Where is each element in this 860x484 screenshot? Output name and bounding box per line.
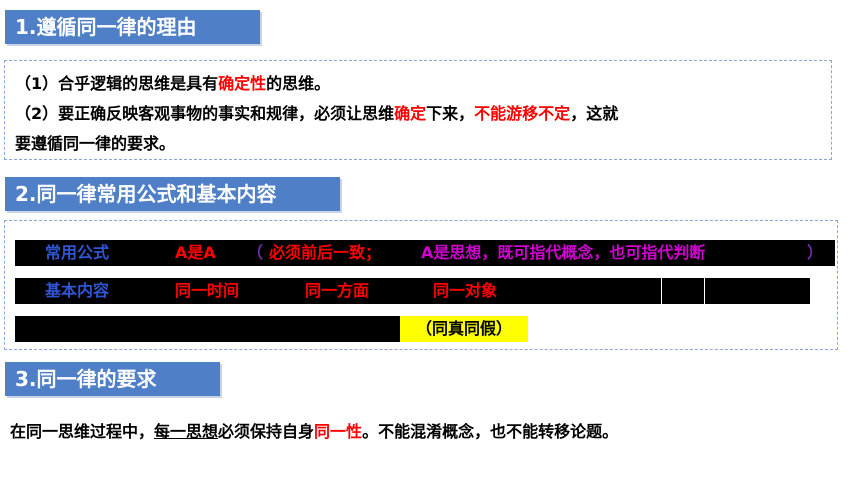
section3-heading: 3.同一律的要求 (5, 362, 220, 396)
content-label: 基本内容 (45, 281, 110, 300)
reason2-emphasis-2: 不能游移不定 (474, 104, 571, 123)
content-item-object: 同一对象 (433, 281, 498, 300)
content-row: 基本内容 同一时间 同一方面 同一对象 (15, 278, 810, 304)
requirement-underlined: 每一思想 (154, 422, 219, 441)
formula-row: 常用公式 A是A （ 必须前后一致； A是思想，既可指代概念，也可指代判断 ） (15, 240, 835, 266)
paren-open: （ (247, 243, 264, 262)
reason1-emphasis: 确定性 (218, 74, 267, 93)
reason1-text: （1）合乎逻辑的思维是具有 (15, 74, 219, 93)
paren-close: ） (807, 243, 824, 262)
formula-note-consistency: 必须前后一致； (269, 243, 382, 262)
formula-note-thought: A是思想，既可指代概念，也可指代判断 (421, 243, 706, 262)
requirement-part-2: 必须保持自身 (218, 422, 315, 441)
requirement-part-1: 在同一思维过程中， (10, 422, 155, 441)
section1-heading: 1.遵循同一律的理由 (5, 10, 260, 44)
row-divider (704, 278, 705, 304)
reason2-text-mid: 下来， (426, 104, 475, 123)
formula-box (4, 220, 838, 350)
truth-highlight: （同真同假） (400, 316, 528, 342)
content-item-time: 同一时间 (175, 281, 240, 300)
truth-row (15, 316, 400, 342)
reason-line-1: （1）合乎逻辑的思维是具有确定性的思维。 (15, 69, 831, 99)
content-item-aspect: 同一方面 (305, 281, 370, 300)
reason-line-3: 要遵循同一律的要求。 (15, 134, 176, 153)
reason-line-2: （2）要正确反映客观事物的事实和规律，必须让思维确定下来，不能游移不定，这就 (15, 99, 831, 129)
requirement-part-3: 。不能混淆概念，也不能转移论题。 (362, 422, 619, 441)
reason2-text-end: ，这就 (570, 104, 619, 123)
formula-label: 常用公式 (45, 243, 110, 262)
formula-value: A是A (175, 243, 216, 262)
reason2-emphasis: 确定 (394, 104, 427, 123)
requirement-text: 在同一思维过程中，每一思想必须保持自身同一性。不能混淆概念，也不能转移论题。 (10, 418, 618, 442)
reason1-text-end: 的思维。 (266, 74, 331, 93)
requirement-emphasis: 同一性 (314, 422, 363, 441)
row-divider (661, 278, 662, 304)
section2-heading: 2.同一律常用公式和基本内容 (5, 177, 340, 211)
reasons-box: （1）合乎逻辑的思维是具有确定性的思维。 （2）要正确反映客观事物的事实和规律，… (4, 60, 832, 160)
reason2-text: （2）要正确反映客观事物的事实和规律，必须让思维 (15, 104, 395, 123)
